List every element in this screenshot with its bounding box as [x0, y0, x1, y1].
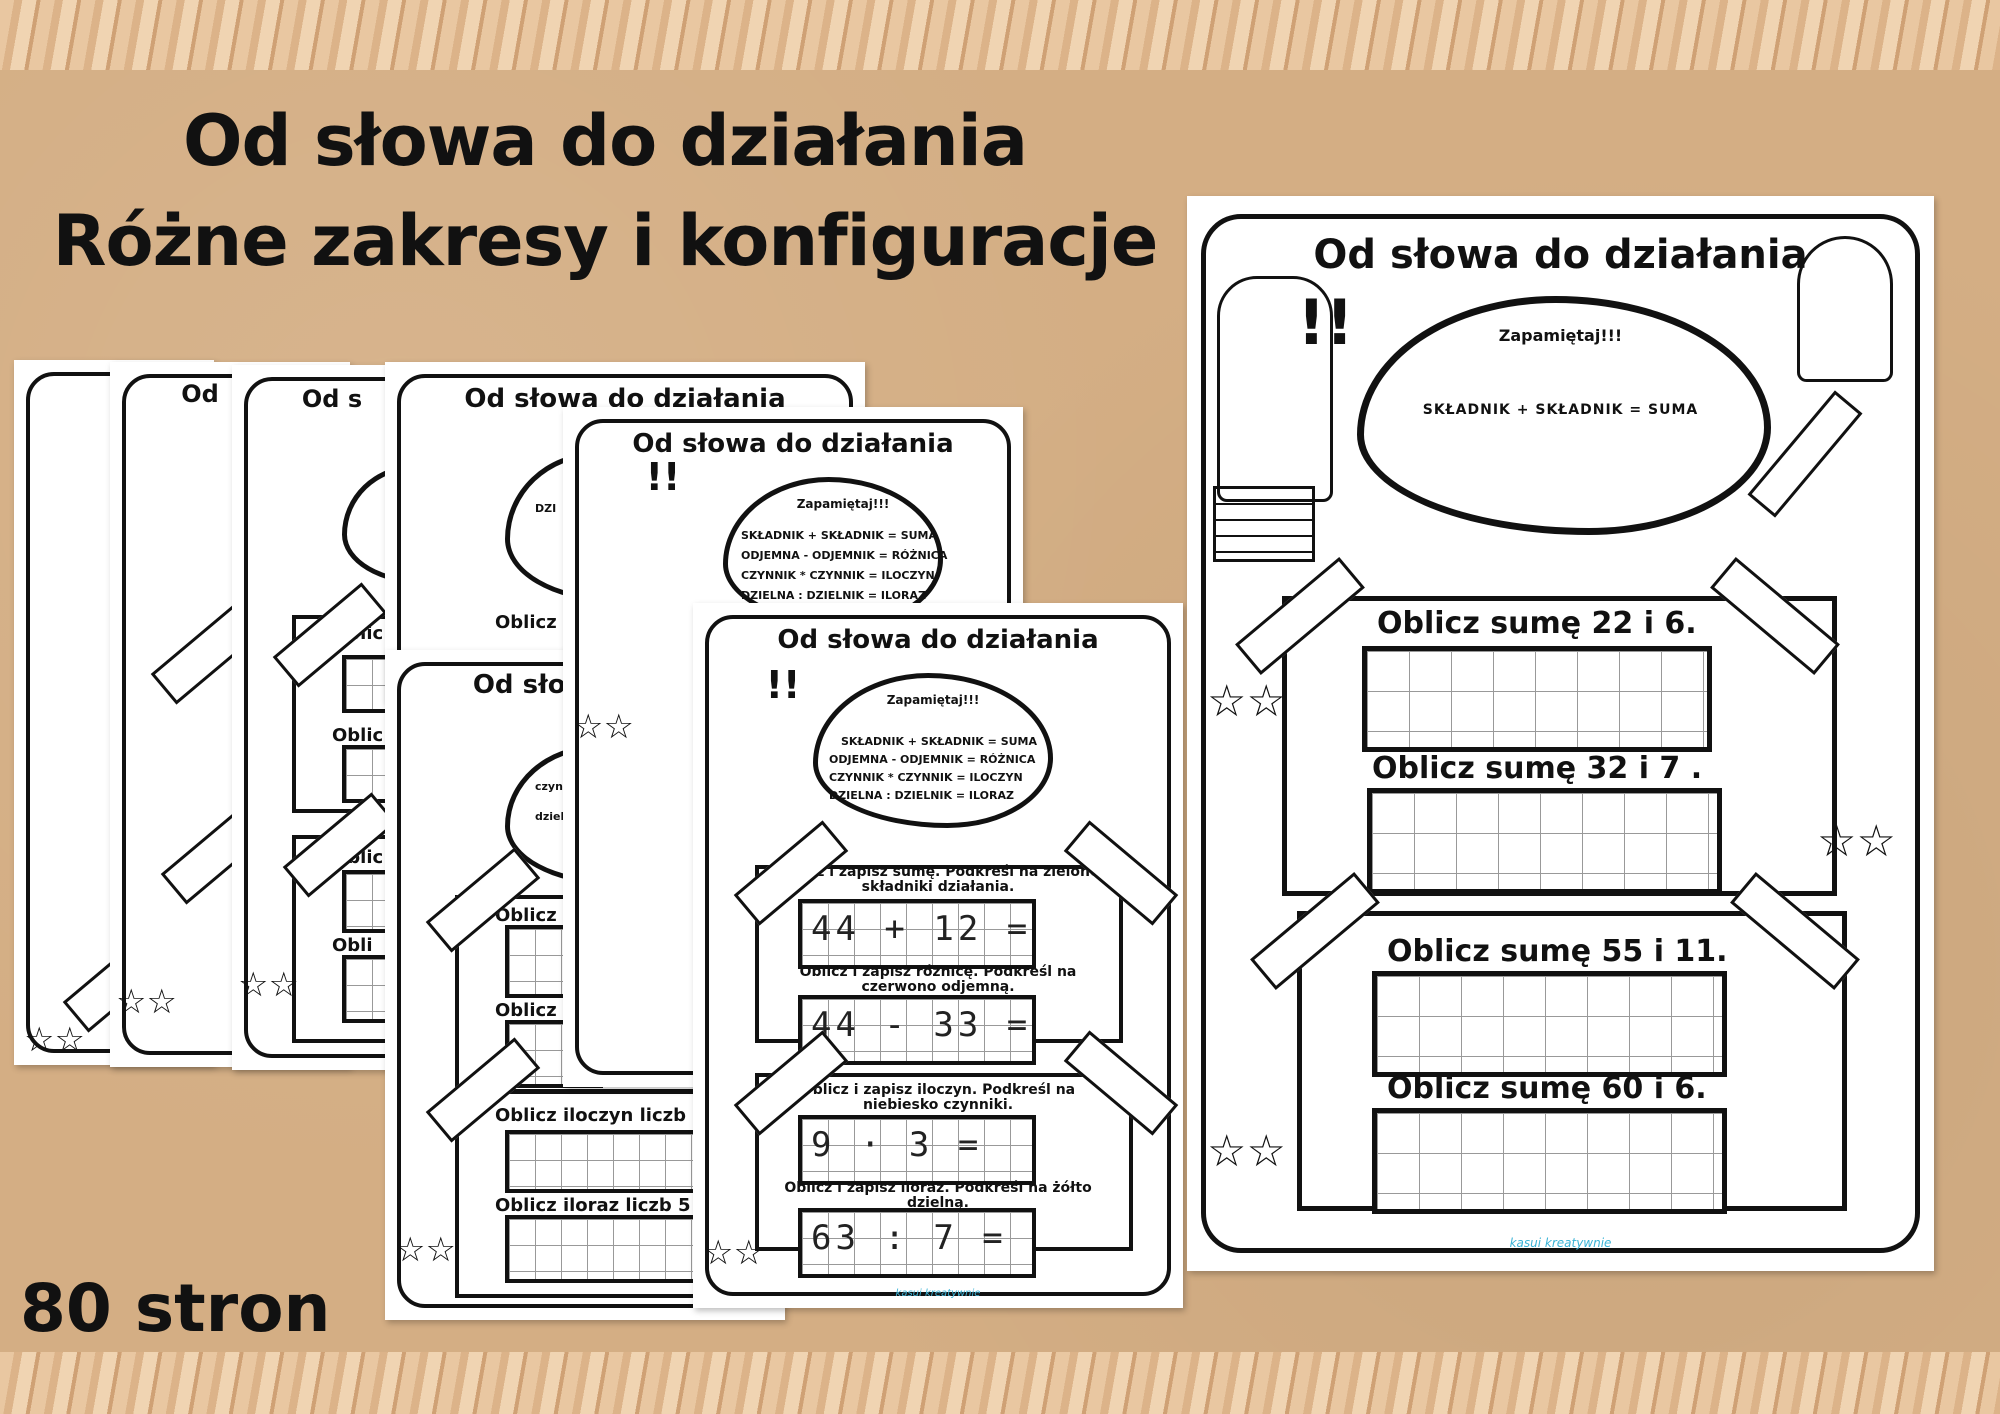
formula-line: DZIELNA : DZIELNIK = ILORAZ	[741, 589, 926, 602]
headline-line-2: Różne zakresy i konfiguracje	[52, 200, 1159, 282]
cloud-note: Zapamiętaj!!!	[1498, 326, 1623, 345]
expression: 63 : 7 =	[811, 1218, 1007, 1258]
sheet-title: Od s	[301, 385, 363, 413]
stars-icon: ☆☆	[395, 1230, 456, 1270]
formula-line: CZYNNIK * CZYNNIK = ILOCZYN	[741, 569, 935, 582]
task-label: Oblic	[332, 725, 384, 746]
sheet-title: Od	[181, 380, 219, 408]
stars-icon: ☆☆	[573, 707, 634, 747]
formula-main: SKŁADNIK + SKŁADNIK = SUMA	[1422, 402, 1699, 418]
task-label: Oblicz sumę 22 i 6.	[1377, 606, 1697, 641]
expression: 44 + 12 =	[811, 909, 1032, 949]
formula-line: ODJEMNA - ODJEMNIK = RÓŻNICA	[829, 753, 1036, 766]
task-label: Obli	[332, 935, 373, 956]
stars-icon: ☆☆	[1207, 676, 1286, 727]
cloud-note: Zapamiętaj!!!	[886, 693, 980, 707]
task-label: Oblicz	[495, 612, 557, 633]
featured-worksheet: Od słowa do działania !! Zapamiętaj!!! S…	[1187, 196, 1934, 1271]
exclamation-icon: !!	[765, 663, 801, 707]
formula-fragment: DZI	[535, 502, 557, 515]
sheet-title: Od słowa do działania	[777, 625, 1099, 655]
abacus-icon	[1213, 486, 1315, 562]
stars-icon: ☆☆	[116, 982, 177, 1022]
boy-illustration	[1217, 276, 1333, 502]
cloud-note: Zapamiętaj!!!	[796, 497, 890, 511]
stars-icon: ☆☆	[1817, 816, 1896, 867]
task-label: Oblicz sumę 32 i 7 .	[1372, 751, 1703, 786]
task-instruction: Oblicz i zapisz różnicę. Podkreśl na cze…	[799, 964, 1077, 995]
task-instruction: Oblicz i zapisz iloraz. Podkreśl na żółt…	[784, 1180, 1092, 1211]
exclamation-icon: !!	[645, 455, 681, 499]
sheet-title: Od słowa do działania	[1313, 232, 1808, 278]
formula-line: CZYNNIK * CZYNNIK = ILOCZYN	[829, 771, 1023, 784]
formula-line: SKŁADNIK + SKŁADNIK = SUMA	[741, 529, 938, 542]
formula-line: DZIELNA : DZIELNIK = ILORAZ	[829, 789, 1014, 802]
task-instruction: Oblicz i zapisz iloczyn. Podkreśl na nie…	[800, 1082, 1076, 1113]
expression: 44 - 33 =	[811, 1005, 1032, 1045]
headline-line-1: Od słowa do działania	[183, 100, 1028, 182]
formula-line: SKŁADNIK + SKŁADNIK = SUMA	[841, 735, 1038, 748]
task-label: Oblicz i	[495, 905, 570, 926]
stars-icon: ☆☆	[238, 965, 299, 1005]
expression: 9 · 3 =	[811, 1125, 983, 1165]
task-instruction: Oblicz i zapisz sumę. Podkreśl na zielon…	[776, 864, 1100, 895]
page-count-label: 80 stron	[20, 1270, 331, 1347]
wood-texture-top	[0, 0, 2000, 70]
task-label: Oblicz sumę 55 i 11.	[1387, 934, 1728, 969]
formula-fragment: czyn	[535, 780, 563, 793]
girl-illustration	[1797, 236, 1893, 382]
stars-icon: ☆☆	[703, 1233, 764, 1273]
wood-texture-bottom	[0, 1352, 2000, 1414]
task-label: Oblicz sumę 60 i 6.	[1387, 1071, 1707, 1106]
mid-worksheet: Od słowa do działania !! Zapamiętaj!!! S…	[693, 603, 1183, 1308]
stars-icon: ☆☆	[24, 1020, 85, 1060]
sheet-title: Od słowa do działania	[632, 429, 954, 459]
task-label: Oblicz iloraz liczb 5	[495, 1195, 691, 1216]
task-label: Oblicz	[495, 1000, 557, 1021]
watermark: kasui kreatywnie	[895, 1288, 981, 1299]
formula-line: ODJEMNA - ODJEMNIK = RÓŻNICA	[741, 549, 948, 562]
watermark: kasui kreatywnie	[1509, 1236, 1612, 1250]
stars-icon: ☆☆	[1207, 1126, 1286, 1177]
task-label: Oblicz iloczyn liczb 5	[495, 1105, 705, 1126]
